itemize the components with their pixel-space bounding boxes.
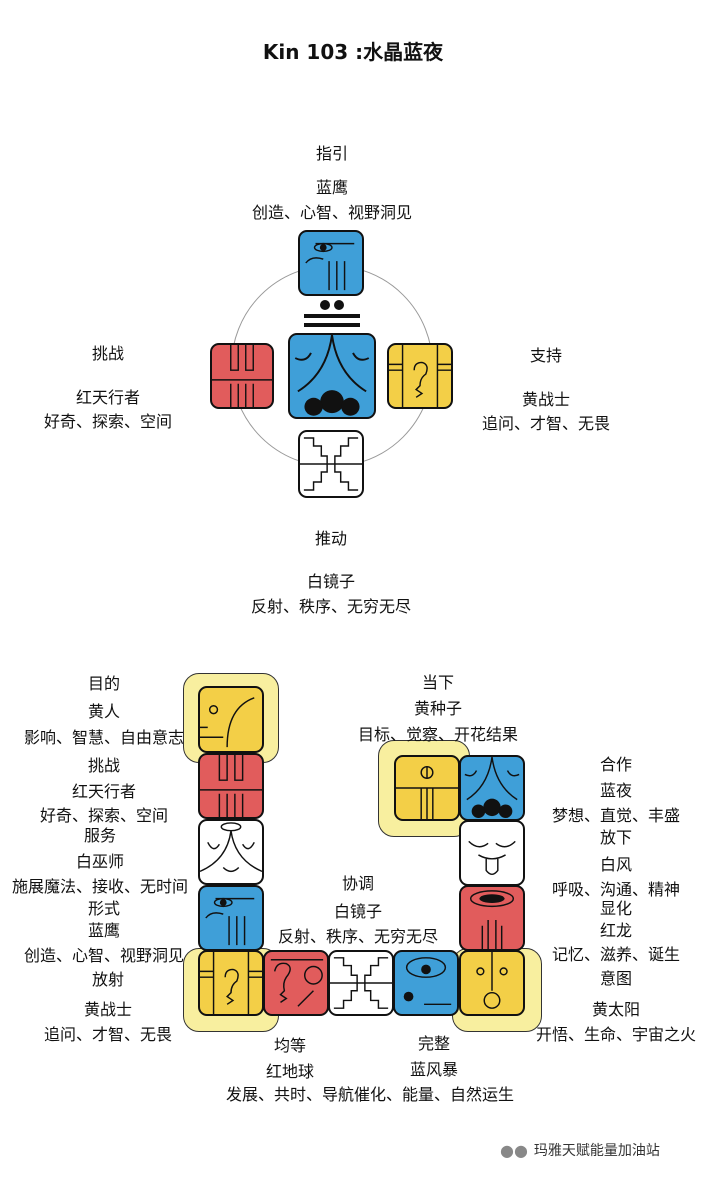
glyph-wizard-icon: [200, 822, 262, 873]
challenge-skywalker-tile: [210, 343, 274, 409]
seal-name: 红龙: [599, 921, 633, 940]
glyph-wind-icon: [468, 840, 516, 876]
support-warrior-tile: [387, 343, 453, 409]
watermark-text: 玛雅天赋能量加油站: [533, 1143, 660, 1159]
harmony-mirror-tile: [328, 950, 394, 1016]
seal-keywords: 好奇、探索、空间: [39, 806, 169, 825]
seal-keywords: 施展魔法、接收、无时间: [11, 877, 189, 896]
glyph-seed-icon: [396, 765, 458, 819]
seal-role-title: 形式: [87, 899, 121, 918]
glyph-hawk-icon: [205, 897, 255, 946]
glyph-warrior-icon: [389, 345, 451, 407]
seal-name: 黄人: [87, 702, 121, 721]
glyph-human-icon: [200, 697, 255, 748]
seal-name: 黄战士: [521, 390, 571, 409]
seal-role-title: 完整: [417, 1034, 451, 1053]
seal-role-title: 放下: [599, 828, 633, 847]
tone-bar: [304, 323, 360, 327]
seal-name: 蓝风暴: [409, 1060, 459, 1079]
glyph-skywalker-icon: [212, 345, 272, 407]
seal-role-title: 支持: [529, 346, 563, 365]
seal-name: 蓝鹰: [315, 178, 349, 197]
seal-keywords: 发展、共时、导航: [225, 1085, 355, 1104]
center-night-tile: [288, 333, 376, 419]
seal-name: 黄太阳: [591, 1000, 641, 1019]
service-wizard-tile: [198, 819, 264, 885]
seal-name: 白镜子: [306, 572, 356, 591]
seal-keywords: 创造、心智、视野洞见: [251, 203, 413, 222]
seal-keywords: 开悟、生命、宇宙之火: [535, 1025, 697, 1044]
watermark: ●● 玛雅天赋能量加油站: [500, 1140, 660, 1160]
seal-name: 红天行者: [71, 782, 137, 801]
seal-role-title: 推动: [314, 529, 348, 548]
intention-sun-tile: [459, 950, 525, 1016]
completion-storm-tile: [393, 950, 459, 1016]
glyph-earth-icon: [270, 959, 324, 1007]
glyph-dragon-icon: [469, 890, 515, 949]
seal-keywords: 追问、才智、无畏: [481, 414, 611, 433]
seal-role-title: 挑战: [91, 344, 125, 363]
seal-role-title: 挑战: [87, 756, 121, 775]
seal-keywords: 好奇、探索、空间: [43, 412, 173, 431]
manifest-dragon-tile: [459, 885, 525, 951]
seal-name: 黄战士: [83, 1000, 133, 1019]
cooperation-night-tile: [459, 755, 525, 821]
seal-role-title: 服务: [83, 826, 117, 845]
seal-role-title: 当下: [421, 673, 455, 692]
seal-role-title: 均等: [273, 1036, 307, 1055]
glyph-night-icon: [294, 335, 370, 416]
seal-role-title: 目的: [87, 674, 121, 693]
release-wind-tile: [459, 820, 525, 886]
glyph-skywalker-icon: [200, 755, 262, 817]
form-hawk-tile: [198, 885, 264, 951]
seal-role-title: 指引: [315, 144, 349, 163]
seal-keywords: 创造、心智、视野洞见: [23, 946, 185, 965]
tone-symbol: [304, 300, 360, 327]
page-title: Kin 103 :水晶蓝夜: [262, 40, 444, 64]
equality-earth-tile: [263, 950, 329, 1016]
seal-role-title: 合作: [599, 755, 633, 774]
seal-role-title: 意图: [599, 969, 633, 988]
purpose-human-tile: [198, 686, 264, 753]
seal-keywords: 追问、才智、无畏: [43, 1025, 173, 1044]
tone-dot: [320, 300, 330, 310]
seal-keywords: 影响、智慧、自由意志: [23, 728, 185, 747]
seal-keywords: 呼吸、沟通、精神: [551, 880, 681, 899]
seal-keywords: 梦想、直觉、丰盛: [551, 806, 681, 825]
tone-dot: [334, 300, 344, 310]
glyph-storm-icon: [403, 957, 452, 1006]
glyph-mirror-icon: [330, 957, 392, 1009]
seal-keywords: 记忆、滋养、诞生: [551, 945, 681, 964]
seal-role-title: 协调: [341, 874, 375, 893]
seal-keywords: 目标、觉察、开花结果: [357, 725, 519, 744]
glyph-night-icon: [464, 757, 520, 819]
wechat-icon: ●●: [500, 1140, 528, 1160]
present-seed-tile: [394, 755, 460, 821]
radiance-warrior-tile: [198, 950, 264, 1016]
glyph-warrior-icon: [200, 952, 262, 1014]
seal-keywords: 反射、秩序、无穷无尽: [277, 927, 439, 946]
challenge-skywalker-tile-2: [198, 753, 264, 819]
seal-name: 蓝鹰: [87, 921, 121, 940]
glyph-sun-icon: [476, 952, 508, 1009]
tone-bar: [304, 314, 360, 318]
glyph-mirror-icon: [300, 437, 362, 491]
seal-name: 红地球: [265, 1062, 315, 1081]
seal-name: 蓝夜: [599, 781, 633, 800]
seal-keywords: 反射、秩序、无穷无尽: [250, 597, 412, 616]
seal-name: 黄种子: [413, 699, 463, 718]
seal-name: 红天行者: [75, 388, 141, 407]
seal-role-title: 放射: [91, 970, 125, 989]
seal-name: 白风: [599, 855, 633, 874]
guide-hawk-tile: [298, 230, 364, 296]
seal-role-title: 显化: [599, 899, 633, 918]
seal-name: 白巫师: [75, 852, 125, 871]
seal-name: 白镜子: [333, 902, 383, 921]
glyph-hawk-icon: [305, 242, 355, 291]
occult-mirror-tile: [298, 430, 364, 498]
seal-keywords: 催化、能量、自然运生: [353, 1085, 515, 1104]
